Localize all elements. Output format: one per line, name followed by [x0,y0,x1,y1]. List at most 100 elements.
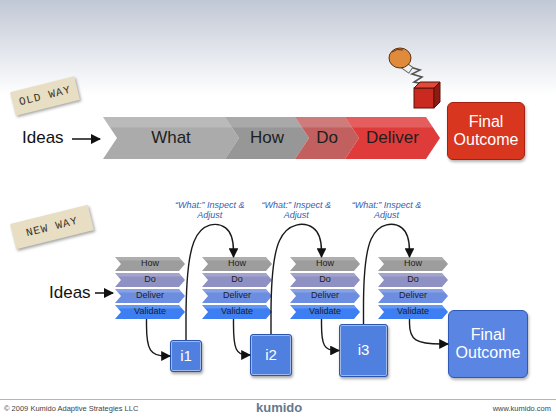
chevron-step: How [378,257,448,271]
chevron-fill [115,257,185,271]
chevron-step: Validate [202,305,272,319]
chevron-fill [225,117,309,159]
node-text: i1 [180,348,192,365]
node-text: Do [407,275,419,285]
chevron-fill [202,257,272,271]
node-text: How [404,259,422,269]
outcome-box: Final Outcome [447,102,525,160]
chevron-step: What [103,117,239,159]
edge-label: “What:” Inspect & Adjust [170,200,250,221]
chevron-gloss [225,117,302,128]
node-text: Deliver [366,129,419,148]
iteration-arrow [234,319,251,355]
node-text: OLD WAY [18,84,73,109]
node-text: Validate [309,307,341,317]
logo-text: kumido [256,401,302,415]
node-text: Do [316,129,338,148]
url-text: www.kumido.com [493,405,551,413]
copyright-note: © 2009 Kumido Adaptive Strategies LLC [4,405,138,413]
edge-label: “What:” Inspect & Adjust [347,200,427,221]
chevron-step: Deliver [202,289,272,303]
iteration-arrow [271,224,322,334]
node-text: How [228,259,246,269]
node-text: Validate [134,307,166,317]
chevron-fill [103,117,239,159]
input-label: Ideas [22,129,64,148]
chevron-fill [378,257,448,271]
node-text: Deliver [399,291,427,301]
flow-arrow [95,292,113,294]
edge-label: “What:” Inspect & Adjust [256,200,336,221]
box-side [434,82,440,108]
node-text: Deliver [311,291,339,301]
node-text: Do [319,275,331,285]
chevron-fill [345,117,440,159]
chevron-fill [378,289,448,303]
chevron-fill [115,305,185,319]
iteration-box: i1 [170,340,202,372]
node-text: Deliver [223,291,251,301]
chevron-gloss [295,117,352,128]
iteration-arrow [322,319,340,351]
box-front [414,88,434,108]
iteration-box: i2 [250,334,292,376]
glove-crease [392,49,403,52]
node-text: i2 [265,347,277,364]
iteration-arrow [364,224,410,324]
jack-in-the-box [389,48,440,108]
chevron-step: Do [115,273,185,287]
node-text: Validate [397,307,429,317]
node-text: What [151,129,191,148]
way-tag: NEW WAY [10,205,94,250]
iteration-arrow [410,319,449,344]
chevron-step: How [202,257,272,271]
chevron-step: Deliver [378,289,448,303]
node-text: NEW WAY [25,215,80,240]
flow-arrow [72,138,100,140]
chevron-fill [290,305,360,319]
chevron-fill [290,289,360,303]
node-text: Deliver [136,291,164,301]
chevron-step: Do [202,273,272,287]
chevron-gloss [345,117,433,128]
chevron-step: Validate [290,305,360,319]
node-text: How [316,259,334,269]
chevron-step: Deliver [290,289,360,303]
chevron-fill [378,273,448,287]
chevron-fill [290,257,360,271]
top-band [0,0,556,95]
chevron-fill [202,273,272,287]
chevron-fill [202,305,272,319]
boxing-glove [389,48,411,68]
chevron-gloss [103,117,232,128]
chevron-fill [202,289,272,303]
node-text: Final Outcome [452,113,520,148]
chevron-fill [290,273,360,287]
chevron-step: Do [290,273,360,287]
outcome-box: Final Outcome [448,310,528,378]
chevron-fill [115,289,185,303]
footer-rule [0,399,556,400]
node-text: How [250,129,284,148]
input-label: Ideas [49,284,91,303]
way-tag: OLD WAY [10,76,80,115]
chevron-step: How [225,117,309,159]
node-text: Do [231,275,243,285]
chevron-step: Do [378,273,448,287]
spring [410,67,424,84]
chevron-step: How [115,257,185,271]
iteration-box: i3 [339,324,388,377]
iteration-arrow [147,319,171,356]
iteration-arrow [186,224,234,340]
node-text: Validate [221,307,253,317]
chevron-fill [378,305,448,319]
chevron-step: Deliver [115,289,185,303]
chevron-step: How [290,257,360,271]
node-text: Final Outcome [453,326,523,361]
node-text: How [141,259,159,269]
node-text: i3 [358,342,370,359]
chevron-step: Validate [378,305,448,319]
chevron-step: Deliver [345,117,440,159]
chevron-fill [115,273,185,287]
